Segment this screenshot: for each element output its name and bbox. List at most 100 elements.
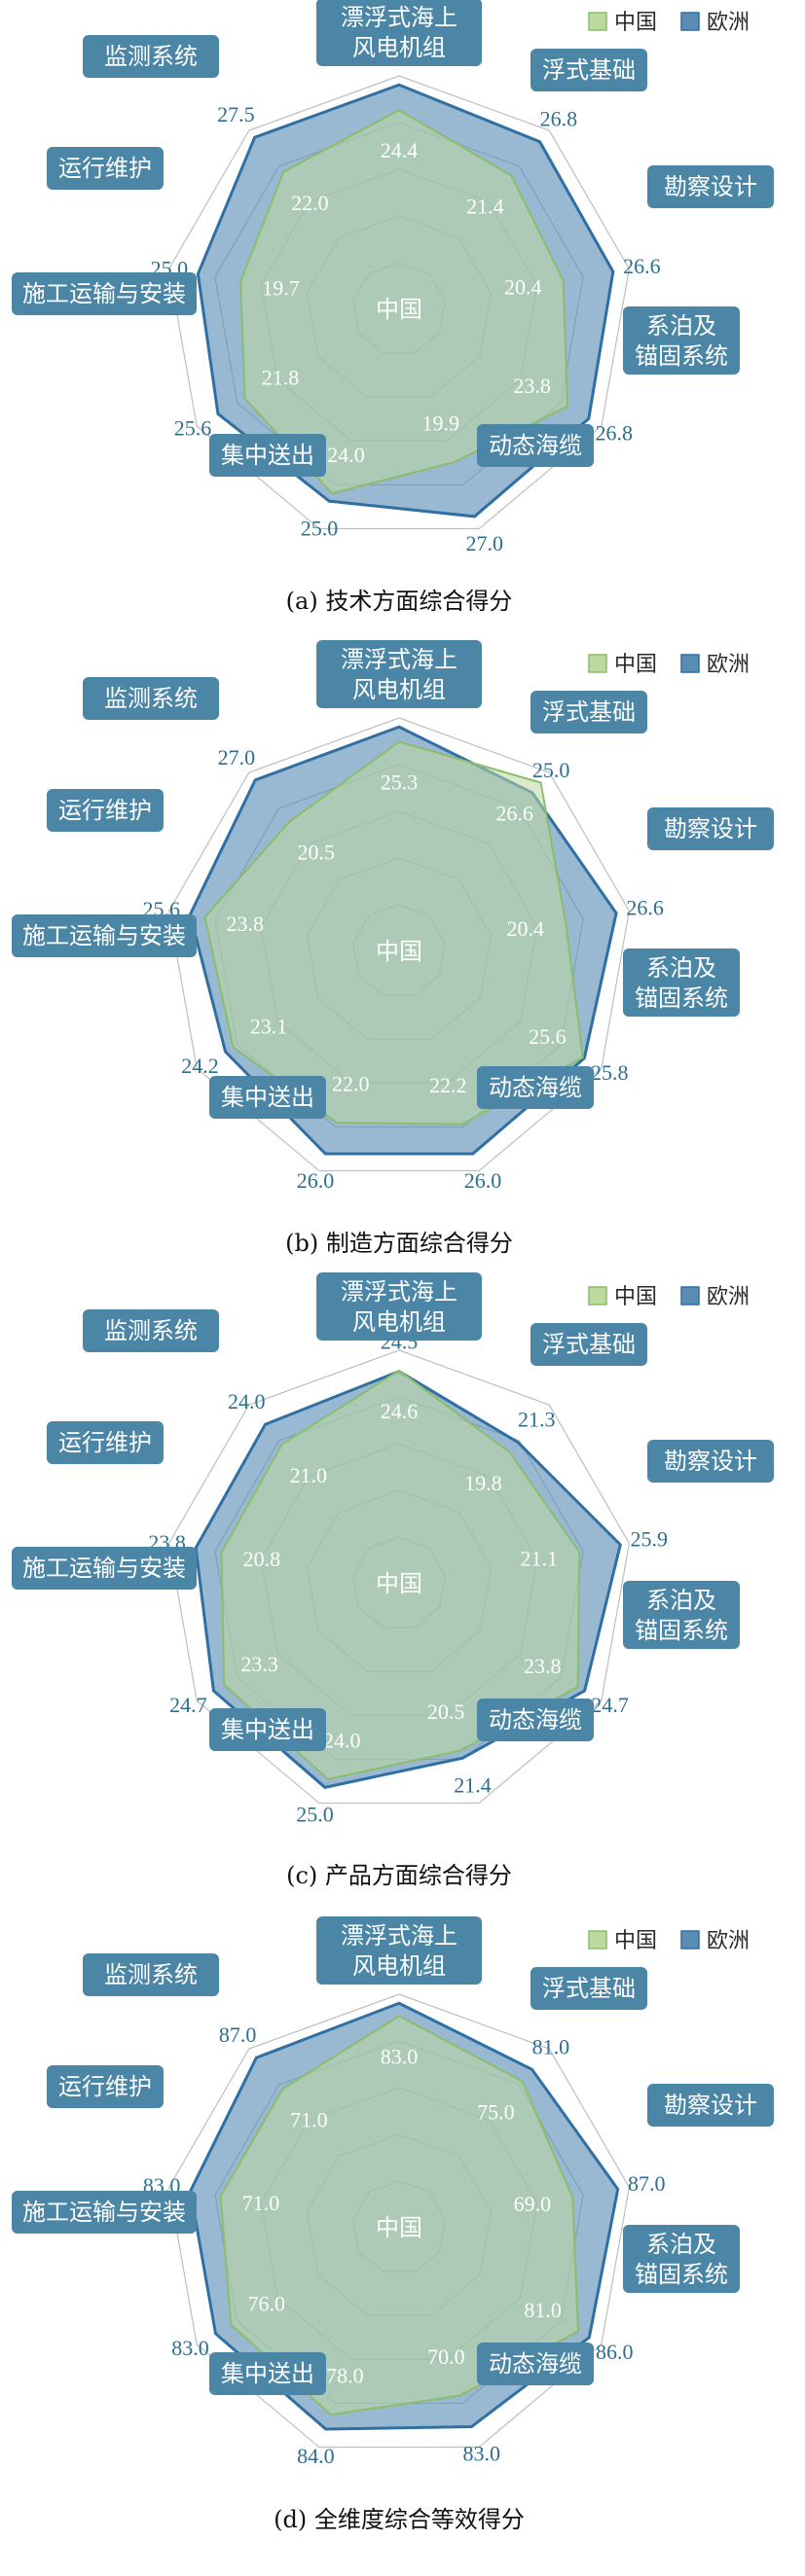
data-label-china: 23.8	[524, 1654, 562, 1678]
category-label: 施工运输与安装	[22, 2199, 186, 2226]
center-label-china: 中国	[376, 2214, 422, 2241]
data-label-china: 20.8	[243, 1547, 281, 1571]
data-label-china: 20.5	[427, 1699, 465, 1724]
data-label-europe: 21.4	[454, 1772, 492, 1797]
data-label-europe: 81.0	[532, 2034, 570, 2058]
category-label: 浮式基础	[542, 56, 636, 84]
data-label-europe: 25.0	[532, 758, 570, 782]
category-label-box	[47, 2065, 164, 2108]
data-label-china: 23.1	[250, 1014, 288, 1038]
category-label-box	[316, 640, 482, 708]
data-label-china: 24.0	[327, 443, 365, 467]
category-label: 施工运输与安装	[22, 280, 186, 307]
category-label-box	[647, 807, 774, 850]
grid-ring	[168, 717, 630, 1172]
data-label-china: 75.0	[477, 2100, 515, 2125]
grid-ring	[168, 1993, 630, 2449]
data-label-europe: 26.6	[626, 895, 664, 919]
data-label-europe: 86.0	[596, 2340, 634, 2364]
category-label: 施工运输与安装	[22, 1555, 186, 1582]
category-label: 风电机组	[352, 34, 446, 61]
data-label-europe: 24.2	[181, 1054, 219, 1078]
data-label-europe: 26.6	[623, 254, 661, 278]
category-label: 集中送出	[221, 442, 314, 469]
chart-caption: (d) 全维度综合等效得分	[274, 2506, 525, 2533]
category-label: 勘察设计	[664, 2092, 757, 2119]
category-label: 运行维护	[58, 1429, 152, 1456]
category-label: 勘察设计	[664, 815, 757, 842]
data-label-china: 19.9	[422, 411, 460, 435]
category-label: 集中送出	[221, 1084, 314, 1111]
chart-caption: (b) 制造方面综合得分	[285, 1230, 513, 1257]
legend-label-china: 中国	[614, 1929, 657, 1953]
data-label-china: 20.4	[506, 916, 544, 941]
legend-swatch-europe	[680, 1930, 700, 1950]
data-label-china: 22.0	[332, 1072, 370, 1096]
category-label-box	[647, 2084, 774, 2127]
category-label-box	[477, 2343, 594, 2385]
category-label-box	[531, 49, 647, 91]
category-label: 浮式基础	[542, 698, 636, 726]
data-label-europe: 84.0	[297, 2444, 335, 2468]
category-label: 锚固系统	[635, 2261, 728, 2288]
category-label-box	[623, 948, 740, 1017]
radar-panel: 27.526.826.626.827.025.025.625.027.524.4…	[12, 0, 774, 615]
center-label-china: 中国	[376, 296, 422, 323]
category-label: 浮式基础	[542, 1975, 636, 2002]
category-label: 系泊及	[646, 1587, 716, 1614]
data-label-china: 21.8	[262, 365, 300, 389]
legend-label-china: 中国	[614, 11, 657, 35]
data-label-china: 71.0	[242, 2191, 280, 2215]
category-label: 风电机组	[352, 1952, 446, 1980]
category-label-box	[209, 1708, 326, 1751]
data-label-china: 78.0	[326, 2364, 364, 2388]
category-label: 系泊及	[646, 954, 716, 982]
data-label-europe: 21.3	[518, 1408, 556, 1432]
category-label: 监测系统	[104, 1961, 198, 1988]
category-label: 监测系统	[104, 1317, 198, 1344]
data-label-china: 23.8	[513, 374, 551, 398]
data-label-china: 24.0	[323, 1728, 361, 1752]
category-label-box	[209, 1076, 326, 1119]
category-label: 动态海缆	[489, 1706, 582, 1734]
data-label-china: 21.0	[289, 1463, 327, 1487]
radar-panel: 88.081.087.086.083.084.083.083.087.083.0…	[12, 1916, 774, 2533]
data-label-china: 22.0	[291, 191, 329, 215]
category-label-box	[12, 2191, 197, 2234]
category-label: 漂浮式海上	[341, 646, 457, 673]
data-label-china: 21.1	[521, 1547, 559, 1571]
data-label-china: 69.0	[514, 2192, 552, 2216]
category-label-box	[623, 306, 740, 375]
grid-ring	[168, 1349, 630, 1805]
data-label-europe: 25.0	[296, 1803, 334, 1827]
legend-swatch-china	[588, 1930, 607, 1950]
category-label: 动态海缆	[489, 2350, 582, 2378]
legend-label-europe: 欧洲	[707, 1929, 750, 1953]
data-label-china: 21.4	[466, 195, 504, 219]
category-label-box	[83, 1953, 219, 1996]
category-label: 系泊及	[646, 312, 716, 340]
chart-caption: (c) 产品方面综合得分	[286, 1862, 512, 1889]
category-label-box	[477, 1066, 594, 1109]
category-label-box	[12, 914, 197, 957]
category-label: 集中送出	[221, 2360, 314, 2387]
series-china-area	[203, 740, 584, 1126]
data-label-china: 24.6	[381, 1399, 419, 1423]
data-label-china: 19.7	[262, 276, 300, 301]
category-label-box	[83, 677, 219, 720]
category-label: 运行维护	[58, 2073, 152, 2100]
category-label-box	[623, 2225, 740, 2293]
data-label-europe: 26.8	[595, 420, 633, 445]
data-label-europe: 25.8	[591, 1060, 629, 1085]
category-label-box	[316, 1916, 482, 1985]
category-label: 浮式基础	[542, 1331, 636, 1358]
category-label-box	[477, 424, 594, 467]
category-label: 漂浮式海上	[341, 1922, 457, 1950]
data-label-europe: 24.7	[591, 1693, 629, 1717]
data-label-china: 70.0	[427, 2344, 465, 2369]
data-label-china: 25.6	[529, 1024, 567, 1049]
data-label-china: 25.3	[381, 770, 419, 795]
category-label: 运行维护	[58, 155, 152, 182]
